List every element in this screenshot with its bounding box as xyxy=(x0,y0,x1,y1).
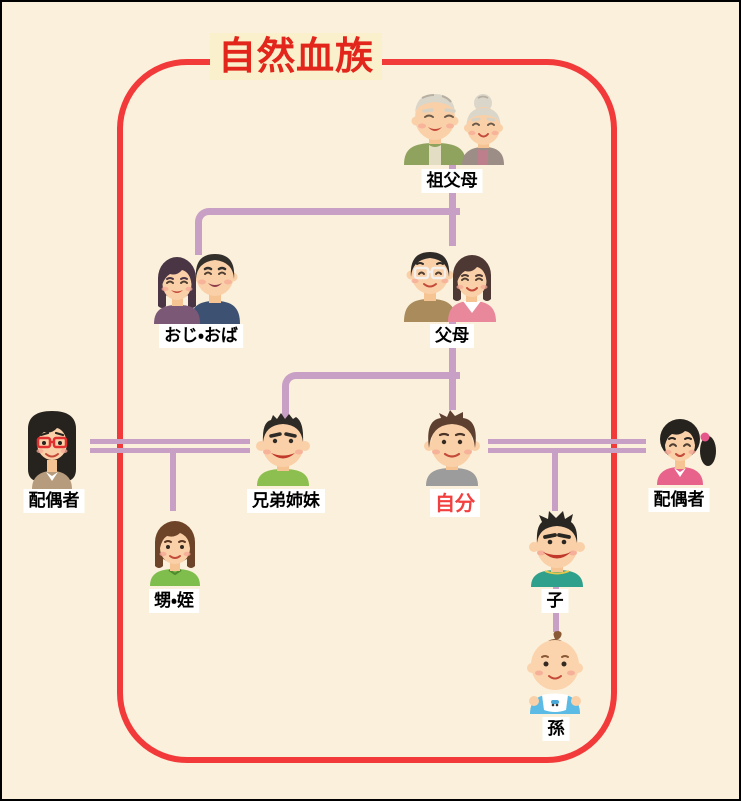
adult-couple-icon xyxy=(152,244,242,324)
label-spouse-right: 配偶者 xyxy=(648,488,710,513)
label-grandchild: 孫 xyxy=(542,717,570,742)
baby-icon xyxy=(518,626,592,714)
diagram-title: 自然血族 xyxy=(210,33,382,80)
young-man-icon xyxy=(249,408,317,486)
connector-parents-self xyxy=(449,316,456,410)
connector-siblings-nephew-niece xyxy=(170,451,176,511)
woman-red-glasses-icon xyxy=(18,407,86,489)
connector-grandparents-uncle-aunt xyxy=(195,208,460,255)
marriage-line-left-top xyxy=(90,439,250,444)
woman-ponytail-icon xyxy=(645,409,717,485)
marriage-line-left-bottom xyxy=(90,448,250,453)
marriage-line-right-top xyxy=(488,439,646,444)
connector-parents-siblings xyxy=(282,372,460,419)
girl-icon xyxy=(140,508,210,586)
label-child: 子 xyxy=(541,589,569,614)
label-siblings: 兄弟姉妹 xyxy=(247,489,325,514)
label-grandparents: 祖父母 xyxy=(421,169,483,194)
man-icon xyxy=(417,406,487,486)
marriage-line-right-bottom xyxy=(488,448,646,453)
label-spouse-left: 配偶者 xyxy=(23,489,85,514)
label-parents: 父母 xyxy=(430,324,474,349)
label-nephew-niece: 甥・姪 xyxy=(149,589,199,614)
label-uncle-aunt: おじ・おば xyxy=(159,324,243,349)
elderly-couple-icon xyxy=(398,85,504,165)
connector-grandparents-parents xyxy=(449,154,456,246)
parents-couple-icon xyxy=(402,243,500,322)
connector-self-child xyxy=(552,451,558,511)
boy-icon xyxy=(525,507,589,587)
label-self: 自分 xyxy=(430,489,480,517)
